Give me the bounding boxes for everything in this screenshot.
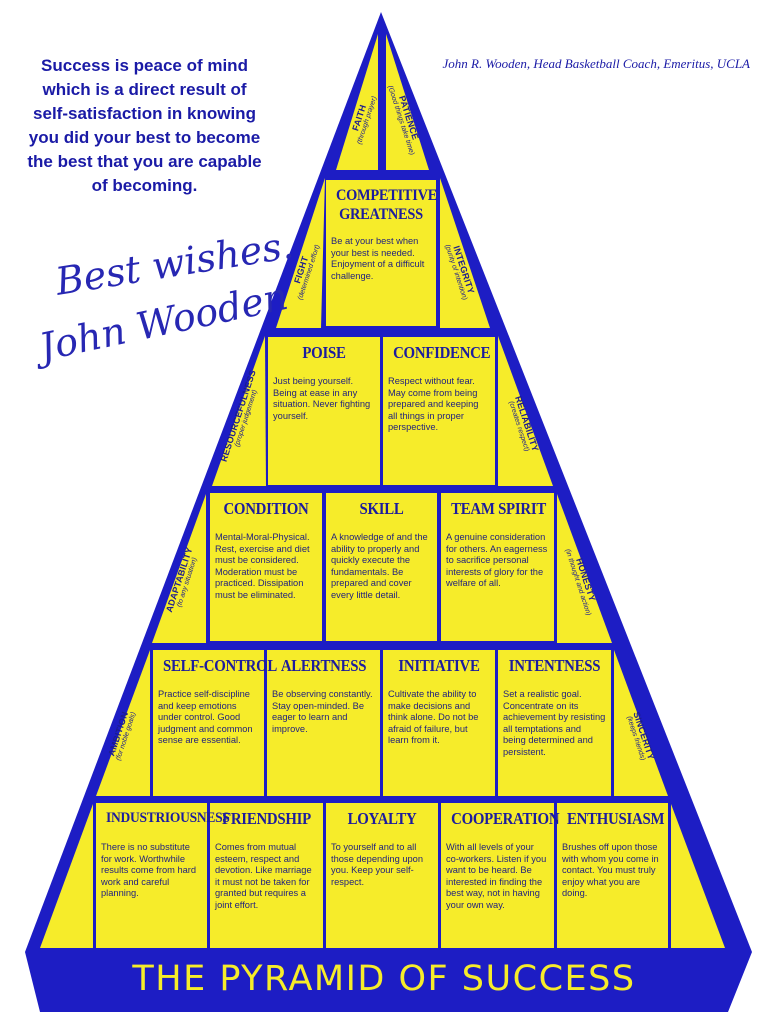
cell-cooperation <box>441 803 554 948</box>
cell-faith <box>336 34 378 170</box>
block-desc: Brushes off upon those with whom you com… <box>562 842 659 898</box>
cell-condition <box>210 493 322 641</box>
block-title: CONDITION <box>223 499 309 518</box>
block-title: POISE <box>302 343 346 362</box>
cell-skill <box>326 493 437 641</box>
block-desc: A genuine consideration for others. An e… <box>446 532 548 588</box>
cell-self-control <box>153 650 264 796</box>
block-desc: Mental-Moral-Physical. Rest, exercise an… <box>215 532 310 600</box>
cell-honesty <box>557 494 612 643</box>
block-title: TEAM SPIRIT <box>451 499 546 518</box>
block-desc: Cultivate the ability to make decisions … <box>388 689 479 745</box>
cell-intentness <box>498 650 611 796</box>
block-confidence: CONFIDENCE Respect without fear. May com… <box>383 337 495 485</box>
block-skill: SKILL A knowledge of and the ability to … <box>326 493 437 641</box>
block-desc: Practice self-discipline and keep emotio… <box>158 689 253 745</box>
block-title: CONFIDENCE <box>393 343 491 362</box>
block-condition: CONDITION Mental-Moral-Physical. Rest, e… <box>210 493 322 641</box>
cell-enthusiasm <box>557 803 668 948</box>
cell-poise <box>268 337 380 485</box>
block-intentness: INTENTNESS Set a realistic goal. Concent… <box>498 650 611 796</box>
block-desc: Just being yourself. Being at ease in an… <box>273 376 371 421</box>
block-title: ALERTNESS <box>280 656 367 675</box>
cell-adaptability <box>152 494 206 643</box>
block-title: SKILL <box>359 499 404 518</box>
block-desc: There is no substitute for work. Worthwh… <box>101 842 197 898</box>
block-desc: Set a realistic goal. Concentrate on its… <box>503 689 606 757</box>
block-title: INITIATIVE <box>398 656 480 675</box>
cell-industriousness <box>96 803 207 948</box>
block-industriousness: INDUSTRIOUSNESS There is no substitute f… <box>96 803 230 948</box>
block-friendship: FRIENDSHIP Comes from mutual esteem, res… <box>210 803 323 948</box>
cell-ambition <box>96 650 150 796</box>
cell-competitive-greatness <box>326 180 436 326</box>
cell-alertness <box>267 650 380 796</box>
cell-base-left <box>40 804 93 948</box>
handwritten-signature: Best wishes. John Wooden <box>35 223 296 408</box>
block-initiative: INITIATIVE Cultivate the ability to make… <box>383 650 495 796</box>
block-title: INDUSTRIOUSNESS <box>106 810 230 826</box>
block-team-spirit: TEAM SPIRIT A genuine consideration for … <box>441 493 554 641</box>
block-title: LOYALTY <box>347 809 417 828</box>
block-desc: A knowledge of and the ability to proper… <box>331 532 428 600</box>
block-enthusiasm: ENTHUSIASM Brushes off upon those with w… <box>557 803 668 948</box>
cell-confidence <box>383 337 495 485</box>
block-competitive-greatness: COMPETITIVE GREATNESS Be at your best wh… <box>326 180 438 326</box>
block-loyalty: LOYALTY To yourself and to all those dep… <box>326 803 438 948</box>
cell-initiative <box>383 650 495 796</box>
block-poise: POISE Just being yourself. Being at ease… <box>268 337 380 485</box>
cell-sincerity <box>614 650 668 796</box>
block-desc: Comes from mutual esteem, respect and de… <box>215 842 312 910</box>
block-title: COOPERATION <box>451 809 560 828</box>
success-quote: Success is peace of mind which is a dire… <box>27 56 262 195</box>
cell-integrity <box>440 178 490 328</box>
block-title: COMPETITIVE GREATNESS <box>336 187 438 223</box>
cell-team-spirit <box>441 493 554 641</box>
block-title: SELF-CONTROL <box>163 656 277 675</box>
cell-friendship <box>210 803 323 948</box>
cell-base-right <box>671 804 725 948</box>
author-credit: John R. Wooden, Head Basketball Coach, E… <box>442 56 750 71</box>
block-desc: Be at your best when your best is needed… <box>331 236 425 281</box>
block-desc: With all levels of your co-workers. List… <box>446 842 547 910</box>
block-cooperation: COOPERATION With all levels of your co-w… <box>441 803 560 948</box>
block-title: INTENTNESS <box>508 656 601 675</box>
block-desc: To yourself and to all those depending u… <box>331 842 424 887</box>
cell-loyalty <box>326 803 438 948</box>
block-desc: Respect without fear. May come from bein… <box>388 376 479 432</box>
pyramid-title: THE PYRAMID OF SUCCESS <box>132 959 636 999</box>
block-title: ENTHUSIASM <box>567 809 665 828</box>
block-desc: Be observing constantly. Stay open-minde… <box>272 689 373 734</box>
cell-reliability <box>498 336 553 486</box>
cell-patience <box>386 34 429 170</box>
block-self-control: SELF-CONTROL Practice self-discipline an… <box>153 650 277 796</box>
block-alertness: ALERTNESS Be observing constantly. Stay … <box>267 650 380 796</box>
cell-fight <box>276 178 325 328</box>
block-title: FRIENDSHIP <box>222 809 311 828</box>
cell-resourcefulness <box>212 336 266 486</box>
